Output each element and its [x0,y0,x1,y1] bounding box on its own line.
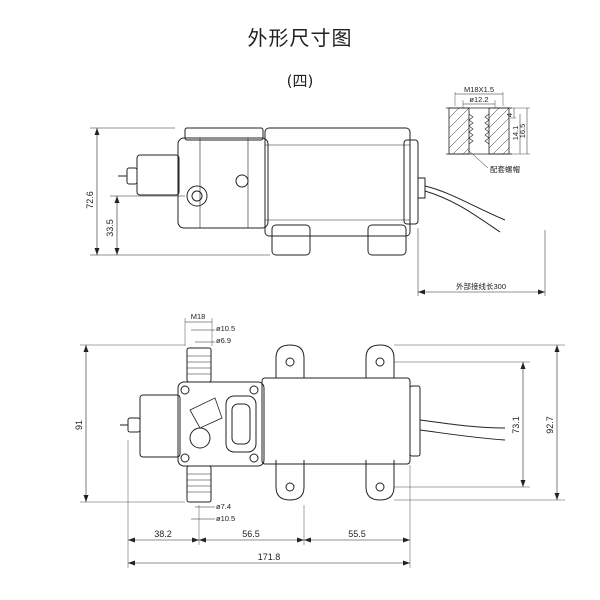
front-pressure-switch [139,394,181,458]
adjust-screw [126,167,138,185]
dim-len-a: 38.2 [154,529,172,539]
dim-total-height: 92.7 [545,416,555,434]
dim-height-inlet: 33.5 [105,219,115,237]
cable-1 [424,185,506,221]
top-port-outer-label: ø10.5 [216,324,235,333]
top-port [186,347,212,383]
motor-end-cap [403,139,419,225]
bracket-top-left [275,344,305,378]
bracket-bottom-left [275,460,305,501]
dim-mount-height: 73.1 [511,416,521,434]
nut-thread-label: M18X1.5 [464,85,494,94]
dim-len-b: 56.5 [242,529,260,539]
front-pump-head [177,381,265,467]
nut-note: 配套螺帽 [490,164,520,174]
nut-dim-c: 16.5 [518,124,527,139]
dim-len-c: 55.5 [348,529,366,539]
side-view [90,127,546,296]
motor-body [264,127,411,237]
bottom-port [186,465,212,503]
front-view [80,318,565,568]
front-cable-2 [419,429,506,441]
top-port-inner-label: ø6.9 [216,336,231,345]
dim-front-height: 91 [74,420,84,430]
bottom-port-inner-label: ø7.4 [216,502,231,511]
pressure-switch [136,154,180,196]
nut-dim-b: 14.1 [511,126,520,141]
port-thread-label: M18 [191,312,206,321]
dim-height-total: 72.6 [85,191,95,209]
drawing-title: 外形尺寸图 [247,26,353,50]
bracket-top-right [365,344,395,378]
outlet-port [186,185,208,207]
mount-foot-1 [271,224,311,256]
bottom-port-outer-label: ø10.5 [216,514,235,523]
pump-head [177,137,269,229]
nut-dim-a: 4 [505,113,514,117]
cable-length-note: 外部接线长300 [456,281,506,291]
mount-foot-2 [367,224,407,256]
cable-gland [417,177,426,199]
front-motor-body [261,377,411,465]
dim-len-total: 171.8 [258,552,281,562]
drawing-subtitle: (四) [286,72,314,90]
nut-detail [446,92,530,169]
nut-inner-dia-label: ø12.2 [469,95,488,104]
front-cable-1 [419,419,506,429]
bracket-bottom-right [365,460,395,501]
cable-2 [424,190,501,233]
